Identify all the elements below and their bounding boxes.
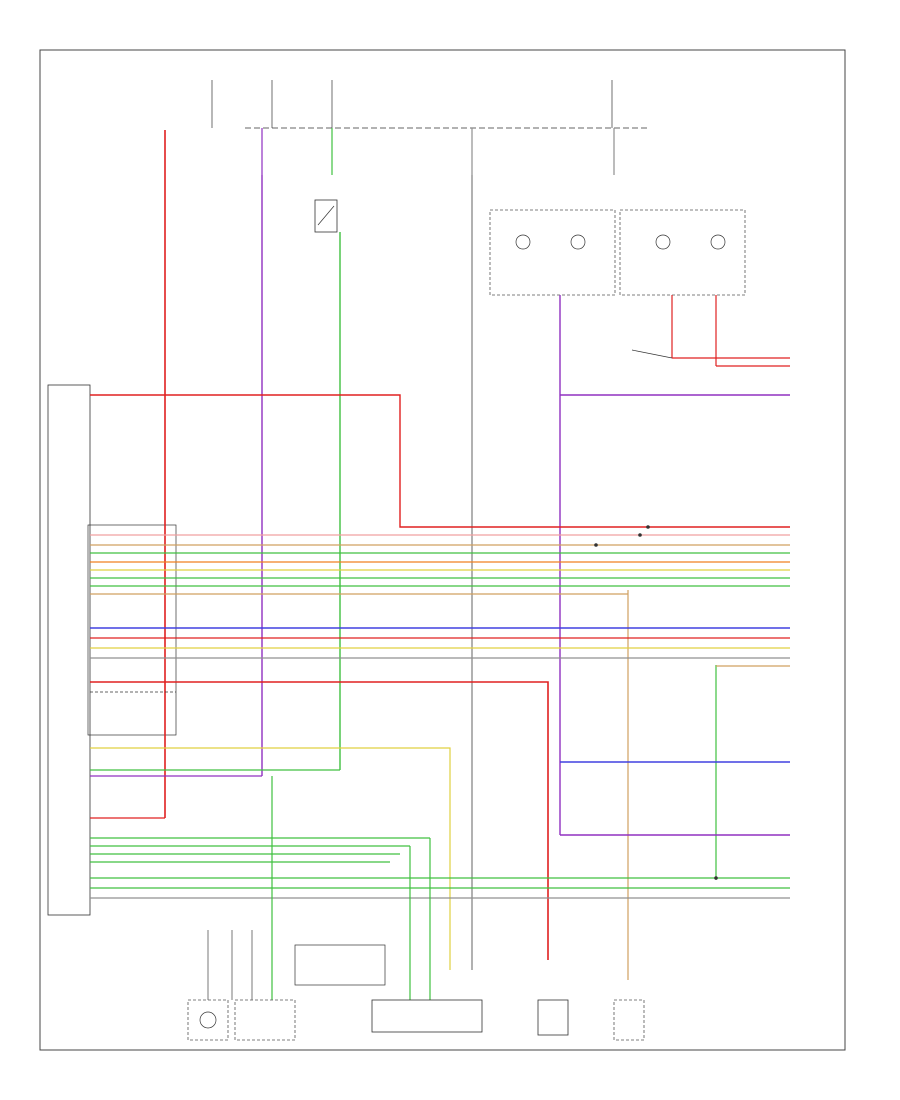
brake-switch-contact (317, 205, 335, 226)
tcm-box (47, 384, 91, 916)
relay-coil-1 (515, 234, 531, 250)
wire-red-upper (90, 394, 790, 528)
relay-coil-3 (655, 234, 671, 250)
bottom-comp-1 (187, 999, 229, 1041)
bottom-comp-2 (234, 999, 296, 1041)
wire-yellow-low (90, 747, 451, 970)
splice-1 (646, 525, 650, 529)
relay-coil-4 (710, 234, 726, 250)
bottom-comp-3 (294, 944, 386, 986)
relay-ground-line (631, 349, 673, 359)
splice-4 (714, 876, 718, 880)
splice-2 (638, 533, 642, 537)
splice-3 (594, 543, 598, 547)
bottom-comp-1-sensor (199, 1011, 217, 1029)
wire-red-lower (90, 681, 549, 960)
relay-box-right (619, 209, 746, 296)
bottom-comp-4 (371, 999, 483, 1033)
bottom-comp-5 (537, 999, 569, 1036)
connector-box (87, 524, 177, 736)
brake-switch-box (314, 199, 338, 233)
relay-box-left (489, 209, 616, 296)
bottom-comp-6 (613, 999, 645, 1041)
relay-coil-2 (570, 234, 586, 250)
diagram-frame (39, 49, 846, 1051)
